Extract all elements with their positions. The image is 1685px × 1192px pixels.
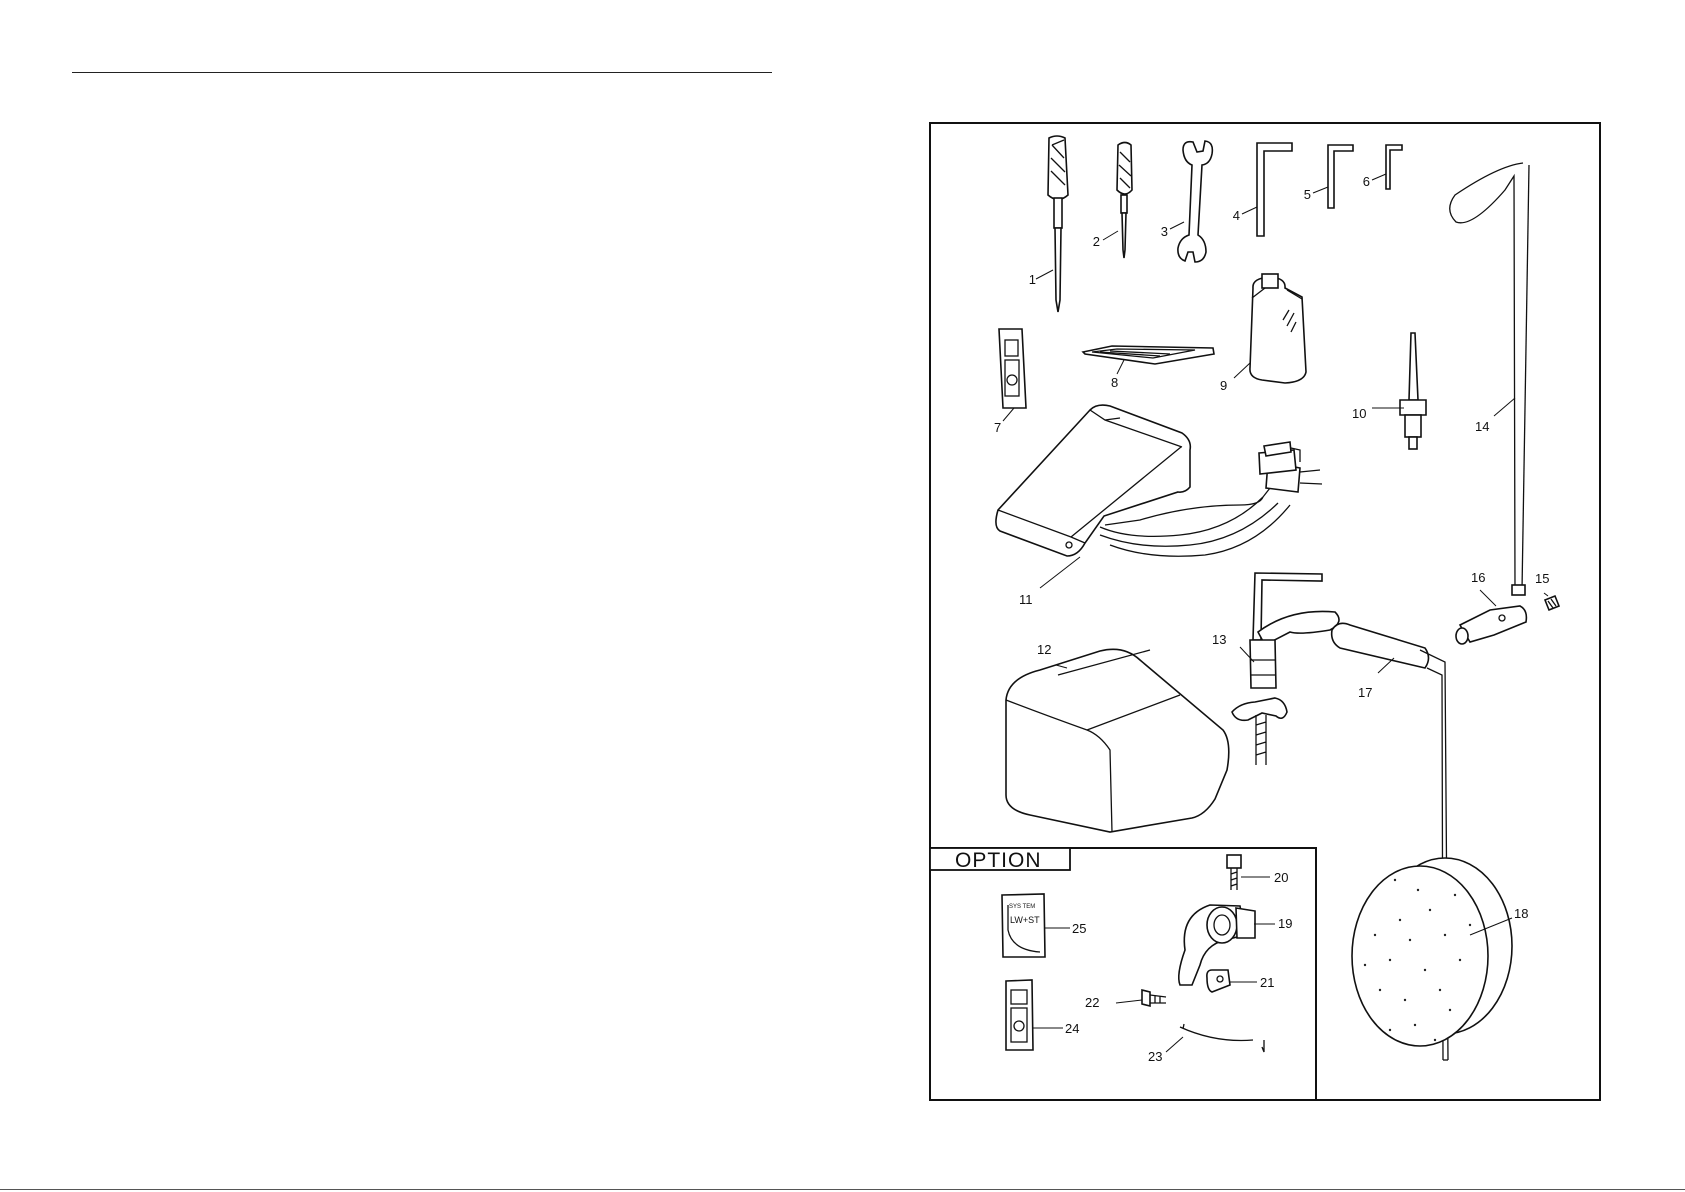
label-part-2: 2 (1093, 234, 1100, 249)
part-9-oil-bottle (1250, 274, 1306, 383)
label-part-1: 1 (1029, 272, 1036, 287)
label-part-25: 25 (1072, 921, 1086, 936)
label-part-21: 21 (1260, 975, 1274, 990)
option-label: OPTION (955, 849, 1042, 872)
label-part-14: 14 (1475, 419, 1489, 434)
label-part-15: 15 (1535, 571, 1549, 586)
part-14-rod (1450, 163, 1529, 595)
label-part-17: 17 (1358, 685, 1372, 700)
label-part-13: 13 (1212, 632, 1226, 647)
part-12-cover (1006, 649, 1229, 832)
part-21-clip (1207, 970, 1230, 992)
label-part-11: 11 (1019, 592, 1033, 607)
part-15-set-screw (1545, 596, 1559, 610)
label-part-4: 4 (1233, 208, 1240, 223)
part-10-spool-pin (1400, 333, 1426, 449)
label-part-19: 19 (1278, 916, 1292, 931)
part-1-screwdriver (1048, 136, 1068, 312)
label-part-10: 10 (1352, 406, 1366, 421)
label-part-3: 3 (1161, 224, 1168, 239)
label-part-6: 6 (1363, 174, 1370, 189)
label-part-18: 18 (1514, 906, 1528, 921)
label-part-23: 23 (1148, 1049, 1162, 1064)
part-7-card (999, 329, 1026, 408)
part-5-hex-key (1328, 145, 1353, 208)
option-frame (930, 848, 1316, 1100)
part-6-hex-key (1386, 145, 1402, 189)
part-23-spring (1180, 1024, 1264, 1052)
part-13-clamp (1232, 573, 1339, 765)
part-18-knee-pad (1352, 858, 1512, 1046)
part-22-screw (1142, 990, 1166, 1006)
label-part-5: 5 (1304, 187, 1311, 202)
part-4-hex-key (1257, 143, 1292, 236)
label-part-8: 8 (1111, 375, 1118, 390)
label-part-22: 22 (1085, 995, 1099, 1010)
label-part-12: 12 (1037, 642, 1051, 657)
label-part-24: 24 (1065, 1021, 1079, 1036)
part-2-screwdriver (1117, 143, 1132, 259)
label-part-7: 7 (994, 420, 1001, 435)
label-part-9: 9 (1220, 378, 1227, 393)
part-20-screw (1227, 855, 1241, 890)
label-part-20: 20 (1274, 870, 1288, 885)
label-part-16: 16 (1471, 570, 1485, 585)
part-16-connector (1456, 606, 1526, 644)
system-card-text-1: SYS TEM (1009, 904, 1035, 910)
system-card-text-2: LW+ST (1010, 915, 1040, 925)
part-25-system-card: SYS TEM LW+ST (1002, 894, 1045, 957)
part-11-foot-controller (996, 405, 1322, 556)
part-8-mat (1083, 346, 1214, 364)
part-3-wrench (1178, 141, 1212, 262)
part-24-card (1006, 980, 1033, 1050)
